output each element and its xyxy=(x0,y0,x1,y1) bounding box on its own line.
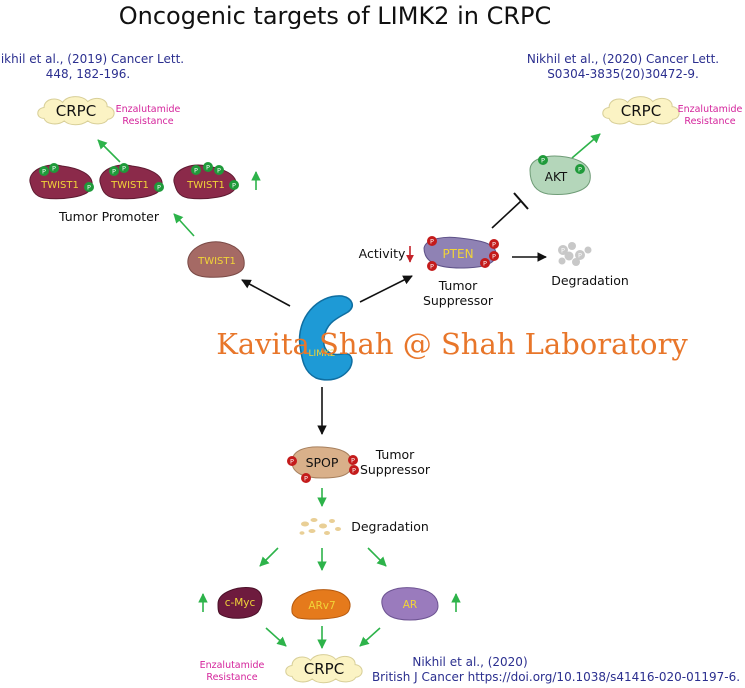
crpc-label: CRPC xyxy=(621,102,661,120)
limk2-label: LIMK2 xyxy=(308,349,335,359)
cmyc-label: c-Myc xyxy=(225,597,256,609)
pten-activity-label: Activity xyxy=(359,246,406,261)
phospho-label: P xyxy=(578,252,582,260)
phospho-label: P xyxy=(112,168,116,176)
svg-text:TWIST1: TWIST1 xyxy=(197,256,236,267)
arv7-label: ARv7 xyxy=(308,600,335,612)
phospho-label: P xyxy=(122,165,126,173)
cmyc-protein: c-Myc xyxy=(217,587,263,619)
degradation-fragments-spop xyxy=(299,518,341,535)
svg-text:TWIST1: TWIST1 xyxy=(110,180,149,191)
phospho-label: P xyxy=(352,467,356,475)
resistance-label-line2: Resistance xyxy=(684,116,735,127)
arrow-limk2-to-twist1 xyxy=(241,279,291,307)
resistance-label-line1: Enzalutamide xyxy=(678,104,743,115)
phospho-label: P xyxy=(492,241,496,249)
twist1-unphospho: TWIST1 xyxy=(187,241,245,278)
resistance-label-line1: Enzalutamide xyxy=(116,104,181,115)
ar-protein: AR xyxy=(381,587,439,621)
twist-role-label: Tumor Promoter xyxy=(58,209,160,224)
phospho-label: P xyxy=(157,184,161,192)
arrow-twist-to-crpc xyxy=(97,139,121,163)
citation-top-right-line2: S0304-3835(20)30472-9. xyxy=(547,67,699,81)
arrow-cmyc-to-crpc xyxy=(265,627,287,647)
crpc-label: CRPC xyxy=(56,102,96,120)
resistance-label-line2: Resistance xyxy=(122,116,173,127)
limk2-kinase: LIMK2 xyxy=(298,295,353,381)
crpc-cloud-top-left: CRPC xyxy=(37,96,115,126)
watermark: Kavita Shah @ Shah Laboratory xyxy=(216,327,688,361)
degradation-fragments-pten: PP xyxy=(558,242,592,266)
arrow-twist1-to-phospho xyxy=(173,213,195,237)
citation-bottom-line2: British J Cancer https://doi.org/10.1038… xyxy=(372,670,740,684)
arrow-to-cmyc xyxy=(259,547,279,567)
svg-text:AKT: AKT xyxy=(545,170,568,184)
akt-protein: AKT P P xyxy=(529,155,591,195)
phospho-label: P xyxy=(290,458,294,466)
phospho-label: P xyxy=(217,167,221,175)
pten-role-line2: Suppressor xyxy=(423,293,494,308)
phospho-label: P xyxy=(232,182,236,190)
phospho-label: P xyxy=(541,157,545,165)
citation-top-right-line1: Nikhil et al., (2020) Cancer Lett. xyxy=(527,52,719,66)
pten-role-line1: Tumor xyxy=(438,278,478,293)
svg-text:TWIST1: TWIST1 xyxy=(40,180,79,191)
phospho-label: P xyxy=(578,166,582,174)
ar-label: AR xyxy=(403,599,417,611)
phospho-label: P xyxy=(194,167,198,175)
phospho-label: P xyxy=(430,238,434,246)
spop-role-line2: Suppressor xyxy=(360,462,431,477)
arrow-akt-to-crpc xyxy=(571,133,601,159)
svg-text:PTEN: PTEN xyxy=(442,247,473,261)
phospho-label: P xyxy=(42,168,46,176)
crpc-label: CRPC xyxy=(304,660,344,678)
phospho-label: P xyxy=(492,253,496,261)
citation-top-left-line1: Nikhil et al., (2019) Cancer Lett. xyxy=(0,52,184,66)
svg-text:TWIST1: TWIST1 xyxy=(186,180,225,191)
spop-role-line1: Tumor xyxy=(375,447,415,462)
inhibition-bar xyxy=(513,192,529,210)
spop-fate-label: Degradation xyxy=(351,519,429,534)
page-title: Oncogenic targets of LIMK2 in CRPC xyxy=(119,2,552,30)
citation-bottom-line1: Nikhil et al., (2020) xyxy=(412,655,527,669)
arrow-to-ar xyxy=(367,547,387,567)
phospho-label: P xyxy=(430,263,434,271)
phospho-label: P xyxy=(483,260,487,268)
svg-text:SPOP: SPOP xyxy=(306,455,339,470)
phospho-label: P xyxy=(561,247,565,255)
crpc-cloud-top-right: CRPC xyxy=(602,96,680,126)
arrow-ar-to-crpc xyxy=(359,627,381,647)
inhibition-pten-akt xyxy=(491,200,522,229)
arv7-protein: ARv7 xyxy=(291,589,351,620)
phospho-label: P xyxy=(351,457,355,465)
citation-top-left-line2: 448, 182-196. xyxy=(46,67,131,81)
phospho-label: P xyxy=(52,165,56,173)
phospho-label: P xyxy=(304,475,308,483)
phospho-label: P xyxy=(87,184,91,192)
resistance-label-line1: Enzalutamide xyxy=(200,660,265,671)
crpc-cloud-bottom: CRPC xyxy=(285,654,363,684)
resistance-label-line2: Resistance xyxy=(206,672,257,683)
arrow-limk2-to-pten xyxy=(359,275,413,303)
pten-fate-label: Degradation xyxy=(551,273,629,288)
phospho-label: P xyxy=(206,164,210,172)
